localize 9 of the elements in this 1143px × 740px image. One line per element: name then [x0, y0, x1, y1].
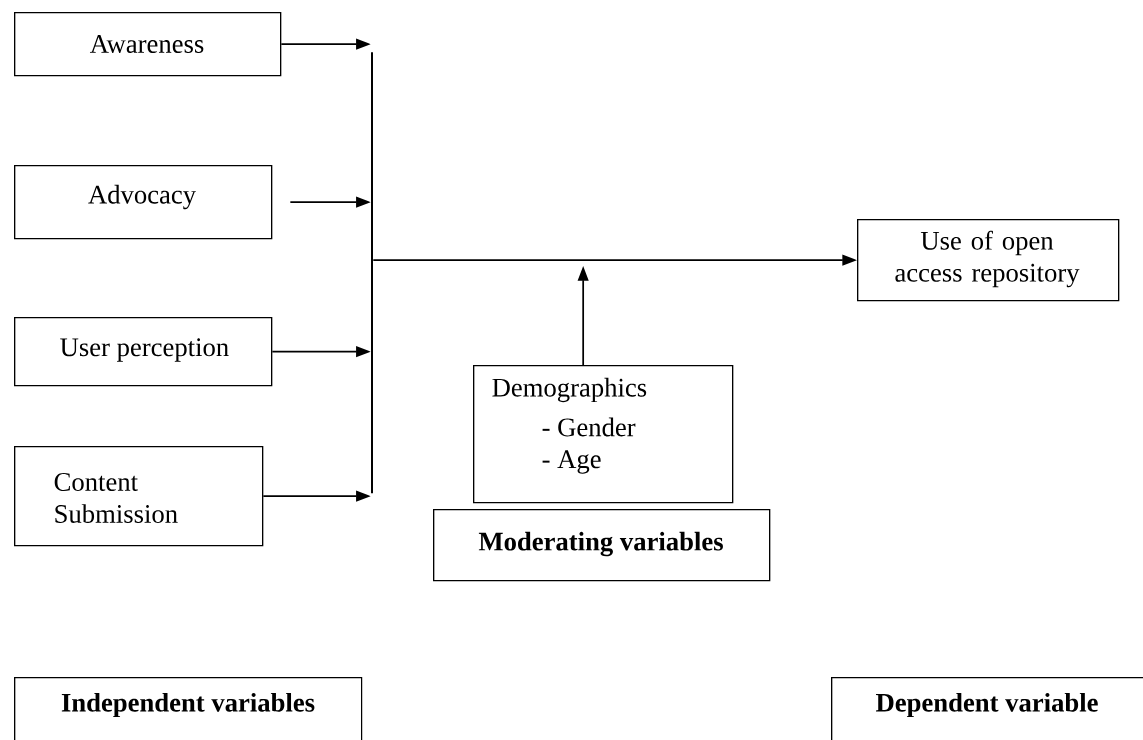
variable-box: Use of open access repository	[857, 219, 1120, 302]
variable-box: User perception	[14, 317, 273, 387]
variable-box: Awareness	[14, 12, 282, 77]
variable-box: Independent variables	[14, 677, 363, 740]
variable-box: Demographics - Gender - Age	[473, 365, 734, 504]
variable-box: Dependent variable	[831, 677, 1143, 740]
variable-box: Advocacy	[14, 165, 273, 240]
variable-box: Content Submission	[14, 446, 264, 547]
variable-box: Moderating variables	[433, 509, 771, 582]
